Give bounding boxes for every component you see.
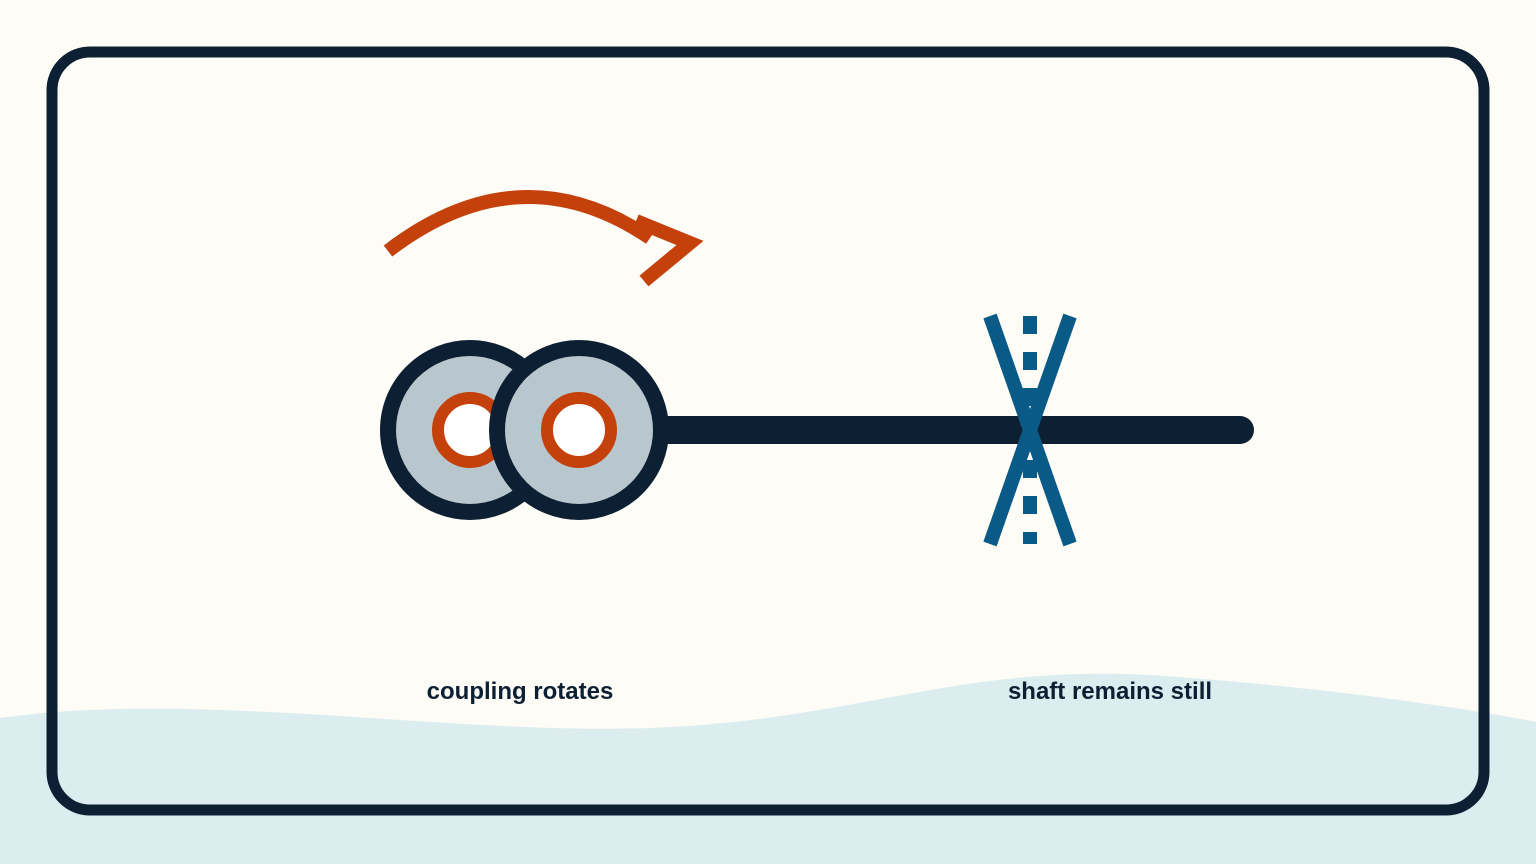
label-shaft-remains-still: shaft remains still xyxy=(1008,678,1212,705)
curved-arrow-icon xyxy=(383,190,704,287)
cross-icon xyxy=(983,313,1077,547)
label-coupling-rotates: coupling rotates xyxy=(427,678,614,705)
background-wave xyxy=(0,673,1536,864)
coupling-disc-right xyxy=(489,340,669,520)
frame-border xyxy=(46,46,1490,816)
